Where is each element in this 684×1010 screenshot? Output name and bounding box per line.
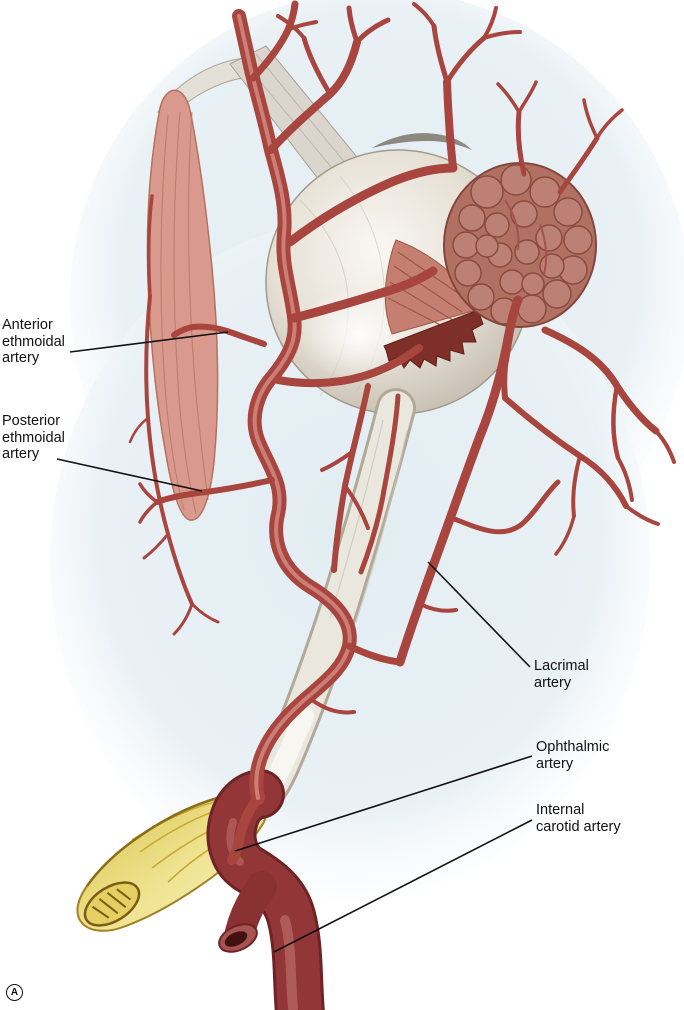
lacrimal-gland (443, 162, 597, 328)
bone-cut-end (83, 881, 141, 927)
label-ophthalmic-artery: Ophthalmic artery (536, 739, 610, 772)
label-internal-carotid-artery: Internal carotid artery (536, 802, 621, 835)
ophthalmic-artery-vessel (227, 790, 265, 865)
posterior-ethmoidal-artery-vessel (154, 477, 275, 505)
leader-internal-carotid (273, 819, 533, 953)
arterial-tree (128, 0, 676, 805)
label-posterior-ethmoidal-artery: Posterior ethmoidal artery (2, 413, 65, 463)
panel-letter: A (6, 984, 23, 1001)
anterior-ethmoidal-artery-vessel (171, 323, 267, 347)
leader-anterior-ethmoidal (69, 331, 229, 353)
lacrimal-artery-vessel (395, 295, 523, 667)
label-lacrimal-artery: Lacrimal artery (534, 658, 589, 691)
leader-posterior-ethmoidal (56, 458, 203, 492)
leader-ophthalmic (234, 755, 533, 852)
leader-lacrimal (427, 561, 531, 668)
leader-lines (56, 331, 533, 953)
label-anterior-ethmoidal-artery: Anterior ethmoidal artery (2, 317, 65, 367)
